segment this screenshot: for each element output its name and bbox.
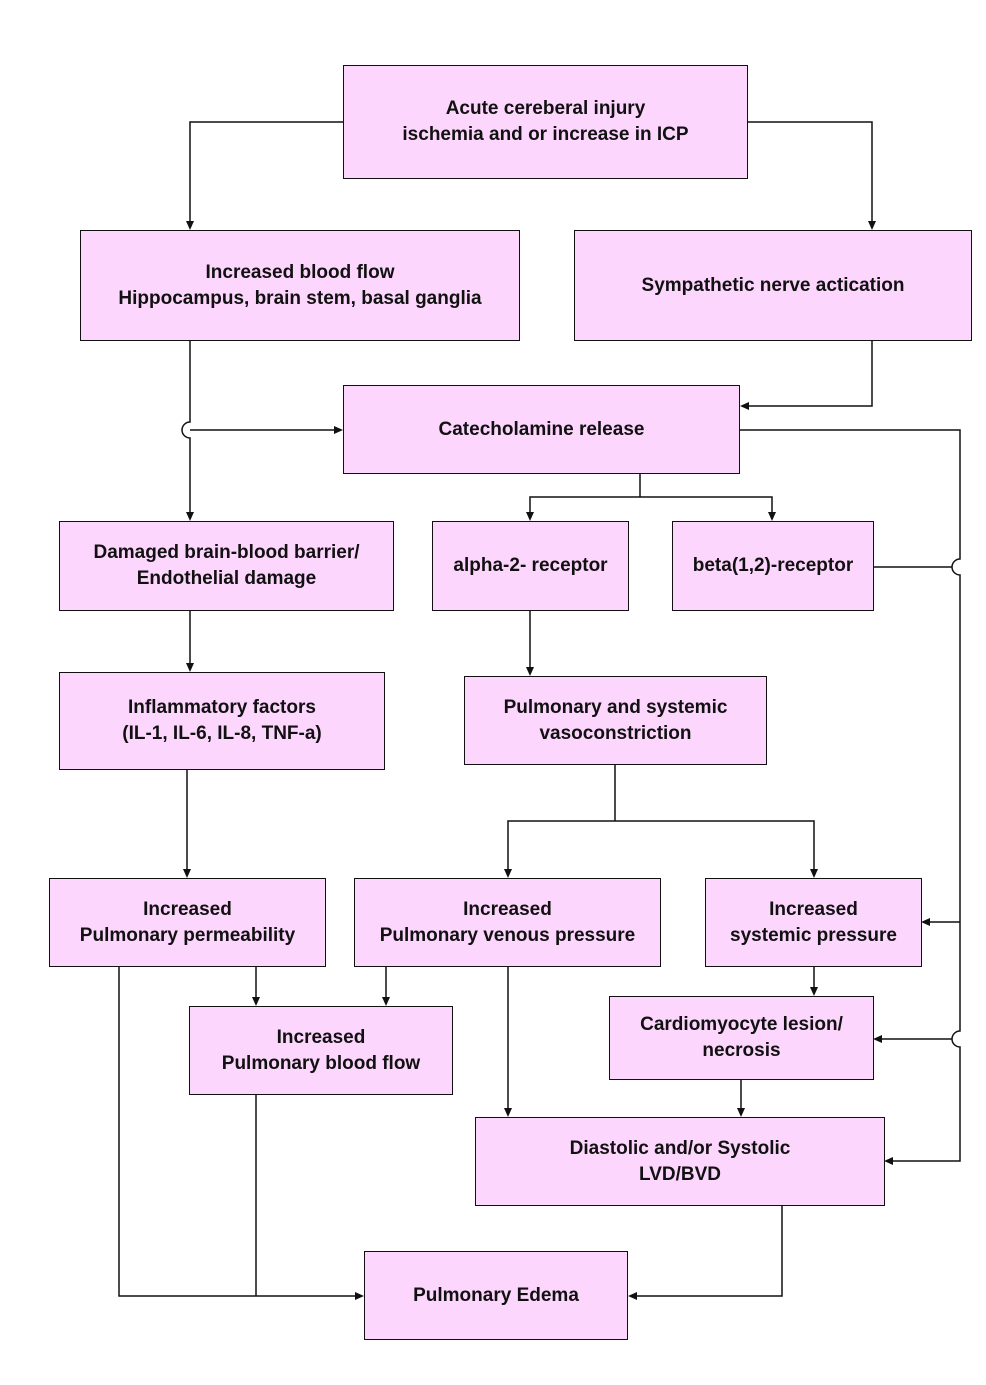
connector-acute-to-sympathetic	[747, 121, 873, 221]
node-alpha-2-receptor: alpha-2- receptor	[432, 521, 629, 611]
node-sympathetic-nerve-activation: Sympathetic nerve actication	[574, 230, 972, 341]
node-label-line: Increased	[463, 898, 552, 920]
connector-bloodflow-to-damaged-bbb	[181, 340, 191, 512]
arrowhead	[186, 512, 194, 521]
node-inflammatory-factors: Inflammatory factors (IL-1, IL-6, IL-8, T…	[59, 672, 385, 770]
node-label-line: Endothelial damage	[136, 568, 317, 589]
node-beta-receptor: beta(1,2)-receptor	[672, 521, 874, 611]
node-label-line: Increased	[769, 898, 858, 920]
node-label-line: (IL-1, IL-6, IL-8, TNF-a)	[122, 723, 322, 744]
arrowhead	[873, 1035, 882, 1043]
connector-catecholamine-trunk	[740, 429, 961, 1162]
node-label-line: Acute cereberal injury	[445, 98, 646, 119]
node-label-line: Pulmonary permeability	[79, 924, 296, 946]
node-catecholamine-release: Catecholamine release	[343, 385, 740, 474]
node-label-line: beta(1,2)-receptor	[692, 555, 854, 576]
arrowhead	[252, 997, 260, 1006]
node-label-line: Pulmonary Edema	[413, 1284, 579, 1306]
node-label-line: Damaged brain-blood barrier/	[93, 542, 360, 563]
arrowhead	[884, 1157, 893, 1165]
connector-acute-to-bloodflow	[189, 121, 343, 221]
arrowhead	[740, 402, 749, 410]
arrowhead	[737, 1108, 745, 1117]
connector-lvd-to-edema	[637, 1205, 783, 1297]
node-label-line: vasoconstriction	[539, 722, 692, 744]
node-label-line: Hippocampus, brain stem, basal ganglia	[118, 287, 482, 309]
node-pulmonary-edema: Pulmonary Edema	[364, 1251, 628, 1340]
node-label-line: ischemia and or increase in ICP	[402, 124, 689, 145]
connector-catecholamine-split	[529, 473, 773, 512]
connector-sympathetic-to-catecholamine	[749, 340, 873, 407]
node-label-line: systemic pressure	[730, 924, 897, 946]
arrowhead	[526, 667, 534, 676]
arrowhead	[628, 1292, 637, 1300]
arrowhead	[868, 221, 876, 230]
node-label-line: Pulmonary venous pressure	[379, 924, 636, 946]
node-label-line: Sympathetic nerve actication	[641, 274, 905, 296]
arrowhead	[810, 869, 818, 878]
arrowhead	[334, 426, 343, 434]
connector-vaso-split	[507, 764, 815, 869]
connector-permeability-to-edema	[118, 966, 355, 1297]
node-label-line: Pulmonary and systemic	[503, 696, 728, 718]
node-label-line: LVD/BVD	[639, 1163, 721, 1185]
arrowhead	[504, 869, 512, 878]
arrowhead	[355, 1292, 364, 1300]
node-label-line: Increased blood flow	[205, 261, 395, 283]
node-label-line: Increased	[276, 1026, 366, 1048]
node-pulmonary-systemic-vasoconstriction: Pulmonary and systemic vasoconstriction	[464, 676, 767, 765]
node-increased-systemic-pressure: Increased systemic pressure	[705, 878, 922, 967]
arrowhead	[810, 987, 818, 996]
node-cardiomyocyte-lesion: Cardiomyocyte lesion/necrosis	[609, 996, 874, 1080]
node-label-line: Inflammatory factors	[128, 697, 316, 718]
node-label-line: Increased	[143, 898, 232, 920]
node-label-line: Pulmonary blood flow	[221, 1052, 421, 1074]
arrowhead	[382, 997, 390, 1006]
node-label-line: necrosis	[702, 1040, 781, 1061]
node-label-line: Catecholamine release	[438, 418, 645, 440]
arrowhead	[186, 663, 194, 672]
arrowhead	[768, 512, 776, 521]
arrowhead	[921, 918, 930, 926]
arrowhead	[526, 512, 534, 521]
node-acute-cerebral-injury: Acute cereberal injury ischemia and or in…	[343, 65, 748, 179]
arrowhead	[504, 1108, 512, 1117]
arrowhead	[183, 869, 191, 878]
node-label-line: Diastolic and/or Systolic	[569, 1137, 791, 1159]
node-label-line: alpha-2- receptor	[453, 555, 608, 576]
arrowhead	[186, 221, 194, 230]
node-label-line: Cardiomyocyte lesion/	[640, 1014, 843, 1035]
node-damaged-brain-blood-barrier: Damaged brain-blood barrier/Endothelial …	[59, 521, 394, 611]
